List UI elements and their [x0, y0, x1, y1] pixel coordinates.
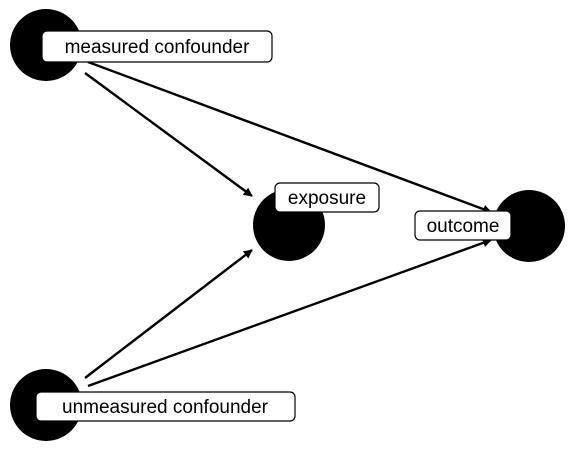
labels-layer: measured confounder exposure outcome unm…	[35, 30, 512, 422]
edge-measured-confounder-to-exposure	[84, 72, 253, 197]
edge-unmeasured-confounder-to-outcome	[87, 238, 492, 388]
edge-unmeasured-confounder-to-exposure	[84, 249, 253, 379]
label-unmeasured-confounder-text: unmeasured confounder	[62, 397, 269, 418]
label-outcome: outcome	[414, 210, 512, 241]
label-measured-confounder-text: measured confounder	[65, 37, 251, 58]
label-exposure-text: exposure	[288, 188, 366, 209]
label-unmeasured-confounder: unmeasured confounder	[35, 391, 296, 422]
edges-layer	[84, 60, 492, 388]
label-exposure: exposure	[274, 182, 380, 213]
node-outcome	[493, 190, 565, 262]
label-measured-confounder: measured confounder	[41, 30, 273, 63]
label-outcome-text: outcome	[427, 216, 500, 237]
edge-measured-confounder-to-outcome	[87, 60, 492, 214]
